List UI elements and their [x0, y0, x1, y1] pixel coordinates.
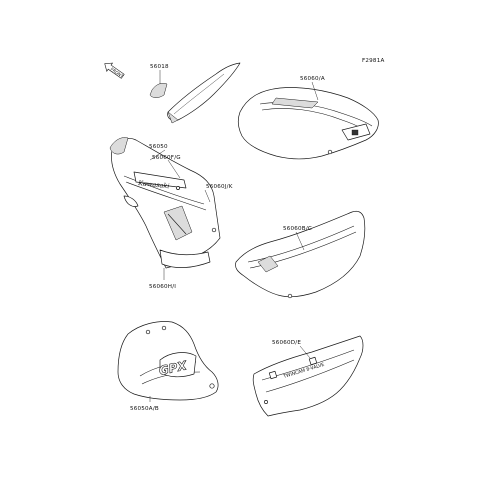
side-panel-tab-2: [308, 356, 318, 366]
tank-window-mark: [351, 129, 359, 136]
part-56018: [149, 62, 241, 124]
fairing-tip-decal: [109, 137, 129, 155]
tail-stripe-shape: [167, 62, 241, 121]
front-indicator: FRONT: [110, 66, 125, 79]
side-panel-shape: [252, 335, 364, 417]
fairing-logo-plate: [133, 171, 187, 189]
leader-56060A: [311, 81, 319, 101]
part-56060DE: TWINCAM 8-VALVE: [252, 335, 364, 417]
label-56060FG: 56060F/G: [152, 155, 181, 161]
badge-decal-shape: [149, 83, 168, 98]
label-56060BC: 56060B/C: [283, 226, 312, 232]
side-cover-stripe-2: [249, 231, 357, 269]
fairing-mirror-mount: [123, 195, 139, 207]
side-cover-stripe-tip: [257, 255, 279, 273]
side-cover-hole: [287, 293, 293, 299]
fairing-vent-decal: [163, 205, 193, 241]
label-56060DE: 56060D/E: [272, 340, 301, 346]
leader-56060DE: [299, 345, 311, 359]
lower-cowl-hole-3: [209, 383, 215, 389]
lower-cowl-hole-2: [161, 325, 167, 331]
lower-cowl-logo-text: GPX: [158, 358, 189, 378]
part-56050AB: GPX: [117, 321, 219, 402]
fairing-lower-decal: [159, 249, 211, 268]
fairing-logo-text: Kawasaki: [137, 179, 170, 190]
tank-hole: [327, 149, 333, 155]
fairing-vent-line: [167, 213, 187, 235]
side-panel-stripe-2: [265, 359, 355, 393]
side-panel-hole: [264, 400, 268, 404]
label-56060HI: 56060H/I: [149, 284, 176, 290]
fairing-hole-1: [176, 186, 180, 190]
tank-decal-shape: [237, 87, 379, 160]
label-56060JK: 56060J/K: [206, 184, 233, 190]
lower-cowl-logo-plate: [159, 352, 197, 378]
part-56060A: [237, 81, 379, 160]
tail-stripe-tip: [167, 111, 179, 124]
part-56060BC: [235, 210, 366, 299]
side-cover-stripe-1: [247, 225, 355, 263]
leader-56060BC: [295, 231, 305, 251]
tank-stripe-fill: [271, 97, 319, 109]
fairing-line-1: [123, 175, 205, 205]
front-arrow-icon: FRONT: [104, 62, 125, 79]
leader-56060JK: [204, 189, 211, 203]
fairing-line-2: [125, 181, 207, 211]
tail-stripe-line: [173, 73, 225, 115]
figure-code: F2981A: [362, 58, 384, 64]
fairing-hole-2: [211, 227, 217, 233]
leader-56050: [149, 149, 166, 161]
side-panel-tab-1: [268, 370, 278, 380]
label-56050: 56050: [149, 144, 168, 150]
label-56050AB: 56050A/B: [130, 406, 159, 412]
lower-cowl-hole-1: [145, 329, 151, 335]
part-fairing-side: Kawasaki: [109, 137, 221, 280]
label-56018: 56018: [150, 64, 169, 70]
label-56060A: 56060/A: [300, 76, 325, 82]
leader-56060FG: [167, 159, 181, 179]
